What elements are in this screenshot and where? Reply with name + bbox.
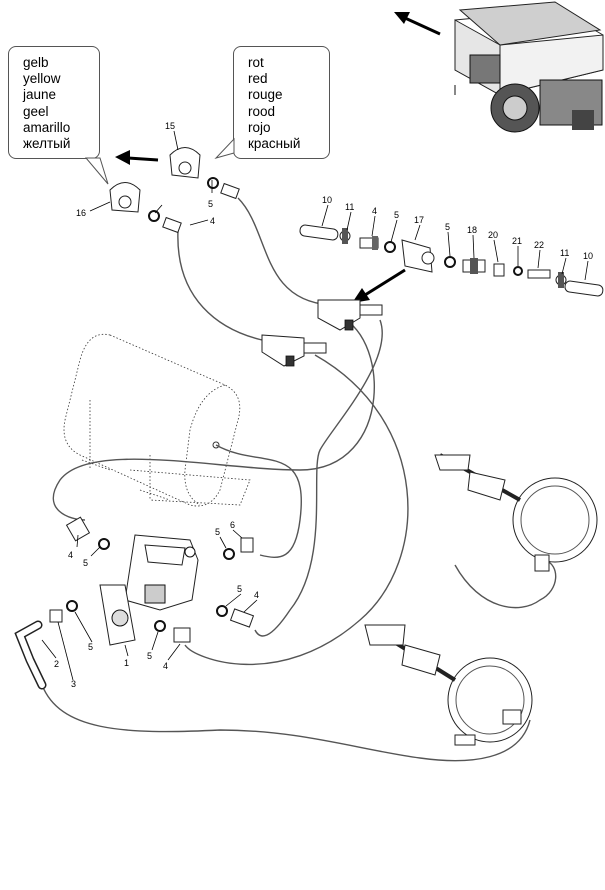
legend-red-fr: rouge (248, 87, 283, 103)
fitting-4-c (220, 182, 240, 200)
direction-arrow-top (394, 12, 441, 36)
callout-5-bottom: 5 (147, 651, 152, 661)
brake-chamber-lower (364, 624, 533, 746)
air-tank-outline (63, 333, 251, 507)
legend-red-es: rojo (248, 119, 271, 135)
callout-11-left: 11 (345, 202, 354, 212)
callout-10-left: 10 (322, 195, 332, 205)
legend-red-ru: красный (248, 136, 301, 152)
callout-6: 6 (230, 520, 235, 530)
clip-11-right (555, 272, 567, 288)
seal-5-b (444, 256, 456, 268)
clip-11-left (339, 228, 351, 244)
tee-fitting-lower (261, 334, 327, 367)
callout-5-top: 5 (208, 199, 213, 209)
legend-yellow-es: amarillo (23, 119, 71, 135)
trailer-illustration (454, 1, 604, 133)
callout-4-mid: 4 (254, 590, 259, 600)
fitting-4-right (359, 236, 379, 250)
callout-4-right: 4 (372, 206, 377, 216)
callout-5-mid-b: 5 (237, 584, 242, 594)
fitting-4-d (162, 216, 182, 234)
callout-2: 2 (54, 659, 59, 669)
callout-20: 20 (488, 230, 498, 240)
legend-yellow-en: yellow (23, 71, 61, 87)
callout-10-right: 10 (583, 251, 593, 261)
callout-leaders (41, 130, 589, 681)
callout-1: 1 (124, 658, 129, 668)
legend-red-de: rot (248, 55, 264, 70)
brake-chamber-upper (434, 453, 598, 572)
callout-5-right-b: 5 (445, 222, 450, 232)
seal-5-e (98, 538, 110, 550)
seal-5-g (216, 605, 228, 617)
legend-red-box: rot red rouge rood rojo красный (233, 46, 330, 159)
callout-17: 17 (414, 215, 424, 225)
ring-21 (513, 266, 523, 276)
callout-16: 16 (76, 208, 86, 218)
legend-red-en: red (248, 71, 268, 87)
coupling-head-16 (109, 182, 141, 213)
coupling-head-15 (169, 147, 201, 179)
nut-3 (49, 609, 63, 623)
tee-fitting-upper (317, 299, 383, 331)
callout-3: 3 (71, 679, 76, 689)
legend-yellow-ru: желтый (23, 136, 71, 152)
legend-red-pointer (214, 137, 235, 159)
callout-5-mid-a: 5 (215, 527, 220, 537)
air-lines (41, 197, 557, 762)
callout-4-left: 4 (68, 550, 73, 560)
callout-11-right: 11 (560, 248, 569, 258)
legend-yellow-de: gelb (23, 55, 49, 70)
seal-5-f (223, 548, 235, 560)
seal-5-d (148, 210, 160, 222)
pipe-10-right (564, 280, 604, 297)
legend-yellow-fr: jaune (23, 87, 57, 103)
coupling-18 (462, 258, 486, 274)
callout-22: 22 (534, 240, 544, 250)
seal-5-h (154, 620, 166, 632)
valve-17 (401, 239, 435, 273)
direction-arrow-left (115, 150, 159, 165)
legend-yellow-box: gelb yellow jaune geel amarillo желтый (8, 46, 100, 159)
callout-5-lower-left: 5 (88, 642, 93, 652)
plug-6 (240, 537, 254, 553)
pipe-10-left (299, 224, 339, 241)
seal-5-c (207, 177, 219, 189)
callout-18: 18 (467, 225, 477, 235)
callout-15: 15 (165, 121, 175, 131)
legend-red-nl: rood (248, 103, 276, 119)
callout-4-bottom: 4 (163, 661, 168, 671)
fitting-4-g (173, 627, 191, 643)
fitting-4-e (65, 516, 91, 542)
direction-arrow-mid (352, 268, 406, 303)
callout-21: 21 (512, 236, 522, 246)
callout-5-right-a: 5 (394, 210, 399, 220)
callout-4-top: 4 (210, 216, 215, 226)
seal-5-a (384, 241, 396, 253)
elbow-pipe-2 (14, 620, 47, 690)
legend-yellow-nl: geel (23, 103, 49, 119)
fitting-22 (527, 269, 551, 279)
seal-5-i (66, 600, 78, 612)
legend-yellow-pointer (84, 157, 109, 185)
nut-20 (493, 263, 505, 277)
brake-valve-1 (99, 534, 199, 646)
callout-5-left: 5 (83, 558, 88, 568)
fitting-4-f (229, 608, 255, 628)
